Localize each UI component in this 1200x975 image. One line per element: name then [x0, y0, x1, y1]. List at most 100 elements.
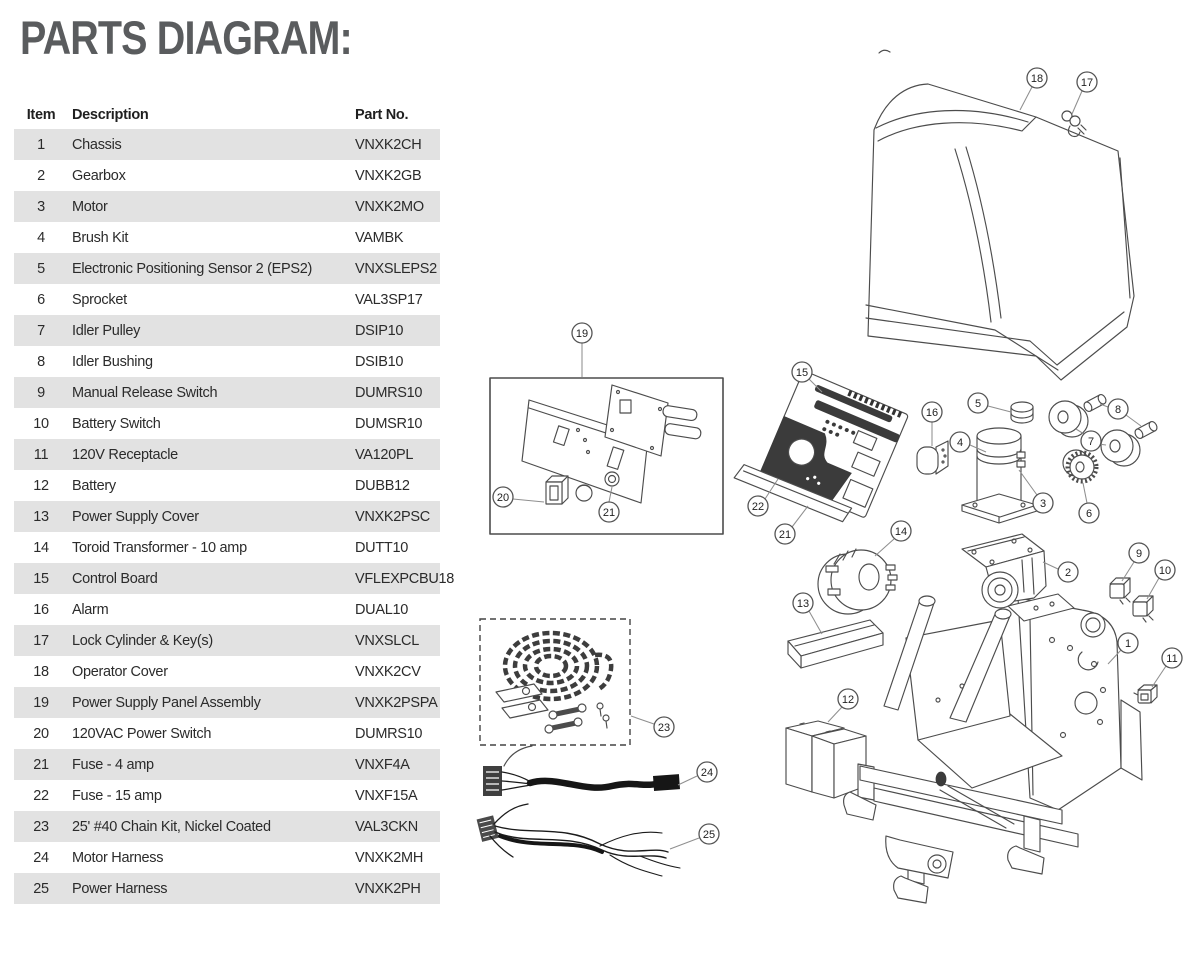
svg-text:6: 6 — [1086, 508, 1092, 520]
callout-24: 24 — [677, 761, 718, 786]
idler-pulley-part — [1048, 400, 1141, 467]
power-supply-cover-part — [787, 619, 884, 669]
callout-19: 19 — [571, 322, 593, 377]
table-row: 14 Toroid Transformer - 10 amp DUTT10 — [14, 532, 440, 563]
callout-22: 22 — [747, 478, 779, 517]
row-part-number: VFLEXPCBU18 — [355, 570, 455, 587]
svg-text:21: 21 — [779, 529, 791, 541]
svg-text:3: 3 — [1040, 498, 1046, 510]
svg-text:12: 12 — [842, 694, 854, 706]
battery-part — [785, 720, 867, 799]
operator-cover-part — [865, 49, 1135, 381]
manual-release-switch-part — [1109, 577, 1131, 605]
callout-7: 7 — [1075, 428, 1107, 452]
col-header-description: Description — [72, 107, 149, 123]
svg-text:25: 25 — [703, 829, 715, 841]
svg-text:19: 19 — [576, 328, 588, 340]
table-row: 8 Idler Bushing DSIB10 — [14, 346, 440, 377]
row-description: Control Board — [72, 570, 158, 587]
power-switch-part — [545, 475, 569, 505]
svg-text:24: 24 — [701, 767, 713, 779]
row-description: Gearbox — [72, 167, 126, 184]
control-board-part — [733, 370, 909, 523]
table-row: 4 Brush Kit VAMBK — [14, 222, 440, 253]
callout-3: 3 — [1018, 469, 1054, 514]
callout-21-board: 21 — [774, 505, 809, 545]
callout-25: 25 — [669, 823, 720, 850]
row-description: Motor — [72, 198, 108, 215]
callout-13: 13 — [792, 592, 823, 635]
svg-text:5: 5 — [975, 398, 981, 410]
callout-4: 4 — [949, 431, 987, 453]
row-part-number: VAL3CKN — [355, 818, 418, 835]
svg-text:11: 11 — [1166, 653, 1177, 665]
row-description: Motor Harness — [72, 849, 164, 866]
svg-text:22: 22 — [752, 501, 764, 513]
table-row: 21 Fuse - 4 amp VNXF4A — [14, 749, 440, 780]
row-item-number: 24 — [33, 849, 49, 866]
row-item-number: 8 — [37, 353, 45, 370]
table-row: 10 Battery Switch DUMSR10 — [14, 408, 440, 439]
svg-text:4: 4 — [957, 437, 963, 449]
row-item-number: 21 — [33, 756, 49, 773]
row-item-number: 9 — [37, 384, 45, 401]
row-description: Power Supply Panel Assembly — [72, 694, 261, 711]
col-header-item: Item — [26, 107, 56, 123]
callout-20: 20 — [492, 486, 545, 508]
row-item-number: 14 — [33, 539, 49, 556]
alarm-part — [916, 440, 949, 475]
sprocket-part — [1062, 449, 1099, 484]
row-description: Electronic Positioning Sensor 2 (EPS2) — [72, 260, 313, 277]
svg-text:1: 1 — [1125, 638, 1131, 650]
row-description: Operator Cover — [72, 663, 168, 680]
idler-bushing-part — [1083, 393, 1107, 413]
row-description: Power Harness — [72, 880, 168, 897]
fuse-part — [604, 471, 620, 487]
row-description: Toroid Transformer - 10 amp — [72, 539, 247, 556]
row-part-number: DSIP10 — [355, 322, 404, 339]
row-part-number: VNXK2PSC — [355, 508, 430, 525]
table-row: 22 Fuse - 15 amp VNXF15A — [14, 780, 440, 811]
power-supply-panel-assembly — [489, 377, 724, 535]
row-item-number: 16 — [33, 601, 49, 618]
callout-9: 9 — [1121, 542, 1150, 582]
row-item-number: 17 — [33, 632, 49, 649]
row-description: Power Supply Cover — [72, 508, 199, 525]
battery-switch-part — [1132, 595, 1154, 623]
row-item-number: 4 — [37, 229, 45, 246]
callout-12: 12 — [827, 688, 859, 723]
brush-kit-part — [1016, 451, 1026, 459]
row-description: Idler Pulley — [72, 322, 141, 339]
table-row: 11 120V Receptacle VA120PL — [14, 439, 440, 470]
row-part-number: VNXF15A — [355, 787, 418, 804]
row-part-number: DUTT10 — [355, 539, 408, 556]
row-part-number: DUMRS10 — [355, 384, 423, 401]
row-description: 25' #40 Chain Kit, Nickel Coated — [72, 818, 271, 835]
row-description: 120V Receptacle — [72, 446, 178, 463]
row-part-number: VNXK2GB — [355, 167, 422, 184]
table-row: 25 Power Harness VNXK2PH — [14, 873, 440, 904]
table-row: 24 Motor Harness VNXK2MH — [14, 842, 440, 873]
eps-sensor-part — [1010, 401, 1034, 424]
row-item-number: 10 — [33, 415, 49, 432]
row-part-number: DSIB10 — [355, 353, 404, 370]
row-description: Battery — [72, 477, 116, 494]
row-description: Chassis — [72, 136, 122, 153]
row-part-number: VNXK2CV — [355, 663, 421, 680]
row-item-number: 18 — [33, 663, 49, 680]
callout-17: 17 — [1071, 71, 1098, 115]
svg-text:16: 16 — [926, 407, 938, 419]
callout-6: 6 — [1078, 482, 1100, 524]
gearbox-part — [961, 533, 1047, 609]
svg-text:9: 9 — [1136, 548, 1142, 560]
parts-table: Item Description Part No. 1 Chassis VNXK… — [14, 101, 454, 904]
callout-21-panel: 21 — [598, 486, 620, 523]
svg-text:17: 17 — [1081, 77, 1093, 89]
receptacle-part — [1133, 684, 1158, 704]
motor-harness-part — [483, 745, 680, 796]
row-part-number: VNXK2MH — [355, 849, 423, 866]
table-row: 3 Motor VNXK2MO — [14, 191, 440, 222]
row-description: Brush Kit — [72, 229, 129, 246]
table-row: 15 Control Board VFLEXPCBU18 — [14, 563, 454, 594]
table-row: 18 Operator Cover VNXK2CV — [14, 656, 440, 687]
